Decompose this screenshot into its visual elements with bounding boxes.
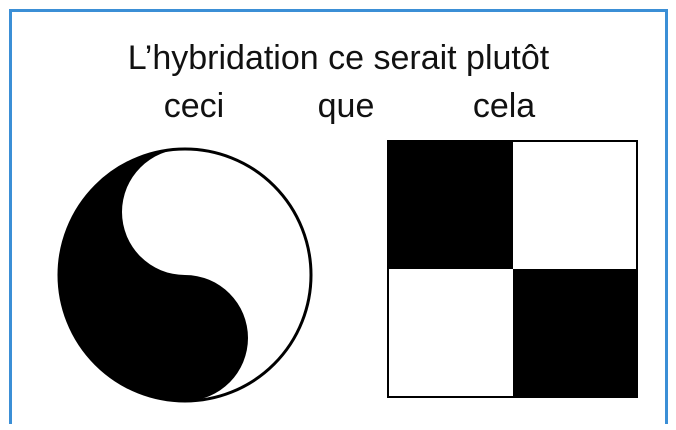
word-cela: cela bbox=[472, 87, 536, 125]
word-ceci: ceci bbox=[163, 87, 225, 125]
checker-cell-top-left bbox=[389, 142, 513, 269]
yin-yang-icon bbox=[57, 147, 313, 403]
checker-cell-bottom-left bbox=[389, 269, 513, 396]
word-que: que bbox=[317, 87, 375, 125]
slide-frame: L’hybridation ce serait plutôt ceci que … bbox=[9, 9, 668, 424]
yin-yang-black-dot bbox=[170, 323, 200, 353]
checkerboard-square bbox=[387, 140, 638, 398]
yin-yang-black-half bbox=[59, 149, 248, 401]
slide-title: L’hybridation ce serait plutôt bbox=[127, 39, 550, 77]
checker-cell-bottom-right bbox=[512, 269, 636, 396]
yin-yang-white-dot bbox=[170, 197, 200, 227]
checker-cell-top-right bbox=[512, 142, 636, 269]
yin-yang-outline bbox=[57, 147, 313, 403]
